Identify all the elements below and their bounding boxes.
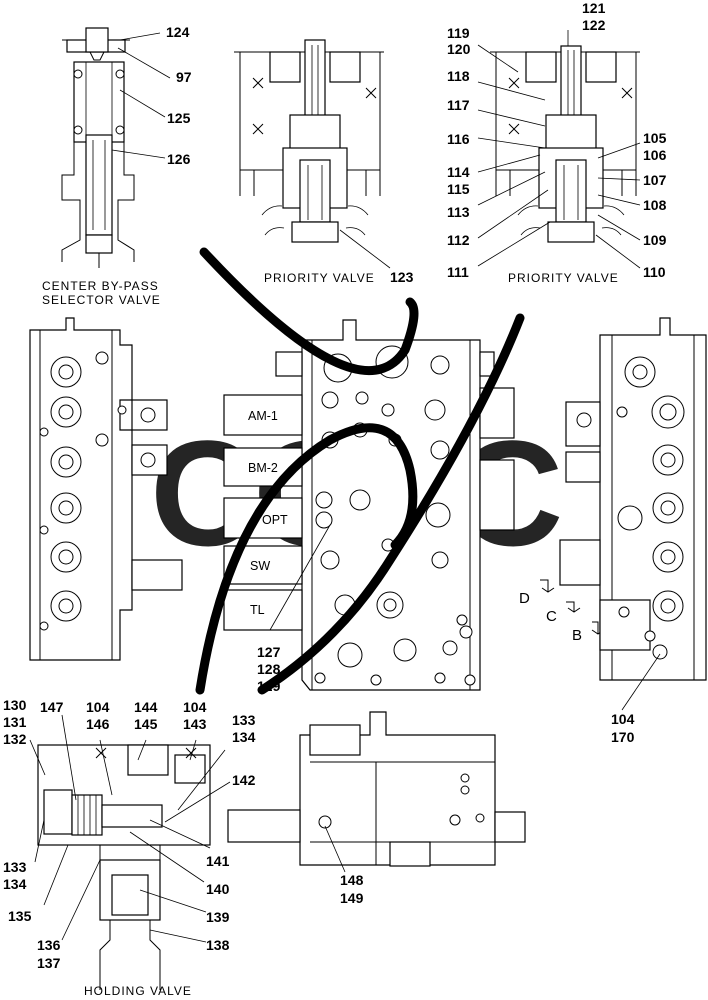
part-130: 130	[3, 697, 27, 713]
spool-label-tl: TL	[250, 603, 265, 617]
part-109: 109	[643, 232, 667, 248]
caption-center-bypass-1: CENTER BY-PASS	[42, 279, 159, 293]
spool-label-bm2: BM-2	[248, 461, 278, 475]
part-104-a: 104	[86, 699, 110, 715]
part-121: 121	[582, 0, 606, 16]
part-144: 144	[134, 699, 158, 715]
part-108: 108	[643, 197, 667, 213]
center-bypass-valve	[61, 27, 171, 268]
control-valve-front-view	[223, 319, 605, 691]
part-170: 170	[611, 729, 635, 745]
section-leader-lines	[195, 247, 525, 695]
part-111: 111	[447, 264, 469, 280]
control-valve-right-view	[559, 317, 707, 711]
part-133-a: 133	[232, 712, 256, 728]
part-148: 148	[340, 872, 364, 888]
part-141: 141	[206, 853, 230, 869]
section-marker-c: C	[546, 608, 557, 625]
part-119: 119	[447, 25, 470, 41]
spool-label-sw: SW	[250, 559, 270, 573]
part-104-b: 104	[183, 699, 207, 715]
priority-valve-right	[477, 30, 641, 269]
section-marker-d: D	[519, 590, 530, 607]
part-131: 131	[3, 714, 27, 730]
part-110: 110	[643, 264, 666, 280]
part-134-b: 134	[3, 876, 27, 892]
part-112: 112	[447, 232, 470, 248]
part-134-a: 134	[232, 729, 256, 745]
spool-label-am1: AM-1	[248, 409, 278, 423]
part-147: 147	[40, 699, 64, 715]
priority-valve-left	[234, 39, 391, 269]
part-124: 124	[166, 24, 190, 40]
part-145: 145	[134, 716, 158, 732]
part-128: 128	[257, 661, 281, 677]
part-135: 135	[8, 908, 32, 924]
caption-center-bypass-2: SELECTOR VALVE	[42, 293, 161, 307]
part-122: 122	[582, 17, 606, 33]
right-view-ports	[576, 356, 685, 660]
part-132: 132	[3, 731, 27, 747]
section-marker-b: B	[572, 627, 582, 644]
part-97: 97	[176, 69, 192, 85]
part-146: 146	[86, 716, 110, 732]
part-104-right: 104	[611, 711, 635, 727]
part-133-b: 133	[3, 859, 27, 875]
control-valve-left-view	[29, 317, 183, 661]
part-120: 120	[447, 41, 471, 57]
part-125: 125	[167, 110, 191, 126]
part-116: 116	[447, 131, 470, 147]
part-106: 106	[643, 147, 667, 163]
part-114: 114	[447, 164, 470, 180]
part-127: 127	[257, 644, 281, 660]
part-136: 136	[37, 937, 61, 953]
spool-label-opt: OPT	[262, 513, 288, 527]
control-valve-bottom-view	[227, 711, 526, 873]
part-107: 107	[643, 172, 667, 188]
part-138: 138	[206, 937, 230, 953]
holding-valve	[29, 714, 231, 990]
part-143: 143	[183, 716, 207, 732]
caption-priority-valve-right: PRIORITY VALVE	[508, 271, 619, 285]
caption-holding-valve: HOLDING VALVE	[84, 984, 192, 998]
part-139: 139	[206, 909, 230, 925]
part-149: 149	[340, 890, 364, 906]
part-105: 105	[643, 130, 667, 146]
part-113: 113	[447, 204, 470, 220]
part-118: 118	[447, 68, 470, 84]
part-140: 140	[206, 881, 230, 897]
part-126: 126	[167, 151, 191, 167]
part-115: 115	[447, 181, 470, 197]
part-142: 142	[232, 772, 256, 788]
part-123: 123	[390, 269, 414, 285]
part-117: 117	[447, 97, 470, 113]
caption-priority-valve-left: PRIORITY VALVE	[264, 271, 375, 285]
part-137: 137	[37, 955, 61, 971]
left-view-ports	[39, 351, 156, 631]
